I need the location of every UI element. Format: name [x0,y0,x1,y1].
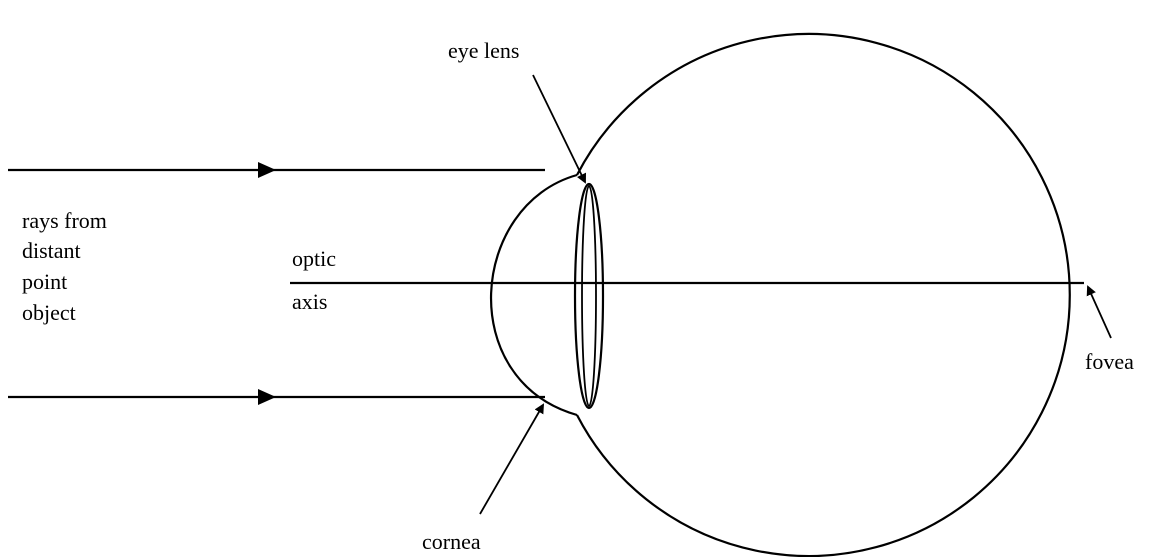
label-rays-line3: point [22,269,67,294]
ray-bottom-arrow [258,389,276,405]
eyeball-outline [577,34,1070,556]
label-rays-line1: rays from [22,208,107,233]
label-fovea: fovea [1085,349,1134,374]
cornea-pointer [480,405,543,514]
eye-lens-pointer [533,75,585,182]
eye-lens [575,184,603,408]
label-rays-line4: object [22,300,76,325]
label-optic: optic [292,246,336,271]
label-axis: axis [292,289,327,314]
label-eye-lens: eye lens [448,38,519,63]
label-cornea: cornea [422,529,481,554]
ray-top-arrow [258,162,276,178]
label-rays-line2: distant [22,238,81,263]
cornea-outline [491,175,577,415]
eye-lens-inner [582,186,596,406]
fovea-pointer [1088,287,1111,338]
